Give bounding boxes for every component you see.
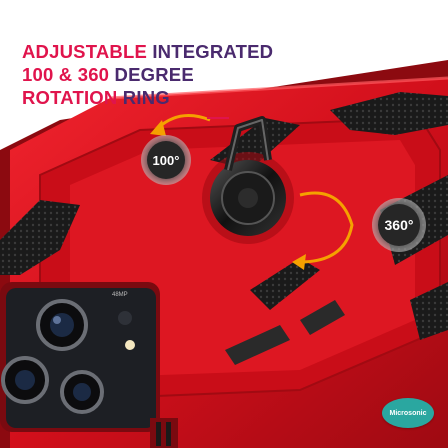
headline-line-3: ROTATION RING xyxy=(22,87,170,108)
camera-lens-label: 48MP xyxy=(112,292,128,298)
headline-line-1: ADJUSTABLE INTEGRATED xyxy=(22,41,274,62)
angle-badge-left: 100° xyxy=(141,135,191,185)
headline-line-2: 100 & 360 DEGREE xyxy=(22,64,194,85)
arrow-left-icon xyxy=(150,120,166,136)
side-buttons xyxy=(150,300,345,448)
angle-badge-right: 360° xyxy=(372,198,426,252)
camera-module: 48MP xyxy=(0,282,160,432)
brand-logo: Microsonic xyxy=(382,398,434,428)
accent-divider xyxy=(207,117,229,119)
rotation-arrows xyxy=(150,114,354,270)
arrow-right-icon xyxy=(292,254,306,270)
headline: ADJUSTABLE INTEGRATED 100 & 360 DEGREE R… xyxy=(22,40,273,109)
angle-label-360: 360° xyxy=(385,217,414,233)
ring-holder xyxy=(202,116,294,244)
angle-label-100: 100° xyxy=(153,153,180,168)
brand-logo-text: Microsonic xyxy=(389,409,427,417)
